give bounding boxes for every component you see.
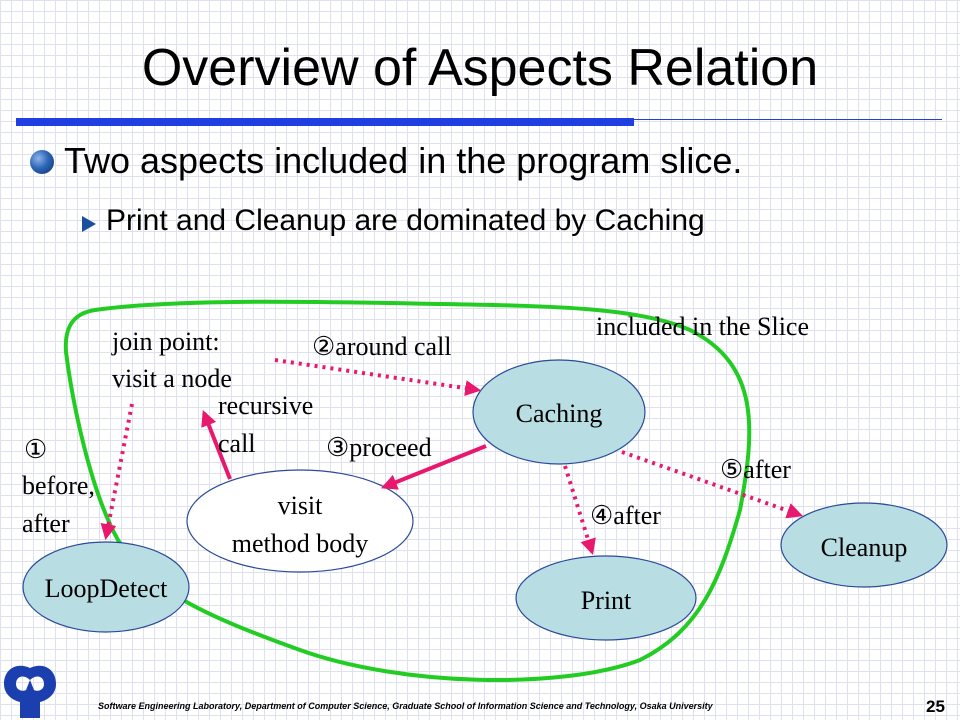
visit-label-line1: visit [278, 491, 324, 520]
caching-node [472, 359, 646, 465]
print-label: Print [581, 586, 632, 615]
page-number: 25 [926, 697, 945, 716]
recursive-call-arrow [201, 410, 232, 480]
proceed-arrow [381, 444, 487, 490]
before-number-label: ① [24, 435, 47, 464]
visit-label-line2: method body [232, 529, 369, 558]
joinpoint-label-line2: visit a node [112, 364, 232, 393]
before-after-arrow [100, 403, 134, 541]
joinpoint-label-line1: join point: [111, 327, 220, 356]
around-call-arrow [274, 358, 482, 397]
before-label-line1: before, [22, 471, 95, 500]
title-underline-thick [16, 118, 634, 126]
caching-label: Caching [516, 399, 603, 428]
bullet-sub: Print and Cleanup are dominated by Cachi… [106, 204, 705, 237]
cleanup-label: Cleanup [821, 533, 908, 562]
after4-arrow [563, 465, 596, 556]
sphere-bullet-icon [30, 150, 54, 174]
slice-outline [63, 299, 752, 682]
loopdetect-label: LoopDetect [45, 574, 169, 603]
after5-label: ⑤after [720, 455, 791, 484]
after4-label: ④after [590, 501, 661, 530]
cleanup-node [780, 502, 948, 588]
print-node [515, 555, 697, 641]
slice-label: included in the Slice [596, 312, 809, 341]
recursive-label-line1: recursive [218, 391, 313, 420]
slide-title: Overview of Aspects Relation [141, 39, 819, 97]
university-logo-icon [4, 665, 56, 718]
loopdetect-node [22, 541, 190, 633]
visit-method-body-node [186, 469, 414, 573]
before-label-line2: after [22, 509, 70, 538]
triangle-bullet-icon [82, 216, 96, 232]
footer-text: Software Engineering Laboratory, Departm… [98, 701, 713, 711]
recursive-label-line2: call [218, 429, 256, 458]
title-underline-thin [634, 119, 942, 120]
around-call-label: ②around call [312, 332, 452, 361]
bullet-main: Two aspects included in the program slic… [64, 140, 743, 181]
proceed-label: ③proceed [326, 433, 432, 462]
